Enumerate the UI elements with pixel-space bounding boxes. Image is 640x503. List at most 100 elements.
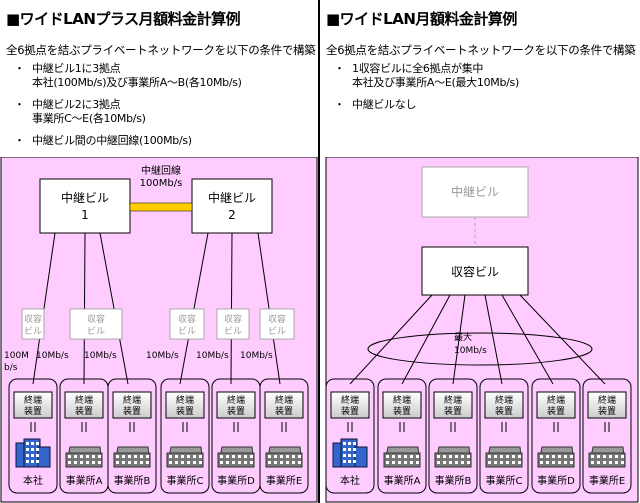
housing-label: ビル [178,326,196,337]
left-intro: 全6拠点を結ぶプライベートネットワークを以下の条件で構築 [6,43,316,57]
housing-building [169,308,205,340]
terminal-label: 終端 [75,394,93,406]
terminal-device [13,391,53,419]
left-network-diagram: 中継ビル 1 中継ビル 2 中継回線 100Mb/s 収容 ビル 収容 ビル 収… [0,157,318,503]
site-label: 事業所A [66,474,103,487]
relay-building-1 [39,178,131,234]
terminal-label: 終端 [547,394,565,406]
speed-label-b: 10Mb/s [84,351,117,361]
housing-label: ビル [268,326,286,337]
office-building-icon [217,446,255,468]
speed-label-d: 10Mb/s [196,351,229,361]
terminal-label: 終端 [495,394,513,406]
terminal-device [433,391,473,419]
office-building-icon [265,446,303,468]
speed-label-honsha: 100M [4,351,29,361]
terminal-label: 終端 [227,394,245,406]
office-building-icon [588,446,626,468]
housing-label: 収容 [268,313,286,325]
terminal-device [484,391,524,419]
trunk-speed: 100Mb/s [140,178,183,189]
speed-label-e: 10Mb/s [240,351,273,361]
terminal-device [216,391,256,419]
terminal-label: 装置 [393,405,411,417]
terminal-device [165,391,205,419]
relay-building-2 [191,178,273,234]
office-building-icon [113,446,151,468]
terminal-label: 装置 [598,405,616,417]
left-conditions: 中継ビル1に3拠点 本社(100Mb/s)及び事業所A～B(各10Mb/s) 中… [6,58,242,156]
site-label: 事業所B [435,474,472,487]
site-label: 本社 [23,474,43,487]
site-label: 本社 [340,474,360,487]
terminal-label: 終端 [24,394,42,406]
terminal-device [64,391,104,419]
terminal-label: 装置 [227,405,245,417]
site-label: 事業所B [114,474,151,487]
office-building-icon [434,446,472,468]
right-conditions: 1収容ビルに全6拠点が集中 本社及び事業所A～E(最大10Mb/s) 中継ビルな… [326,58,519,120]
speed-label-a: 10Mb/s [36,351,69,361]
left-site-list: 終端装置本社終端装置事業所A終端装置事業所B終端装置事業所C終端装置事業所D終端… [8,378,309,494]
headquarters-building-icon [332,438,368,468]
left-title: ■ワイドLANプラス月額料金計算例 [6,10,241,28]
relay-building-2-number: 2 [228,208,236,222]
housing-building [259,308,295,340]
terminal-label: 終端 [275,394,293,406]
panel-divider [318,0,320,503]
max-speed: 10Mb/s [454,346,487,356]
terminal-label: 装置 [495,405,513,417]
housing-label: 収容 [87,313,105,325]
trunk-label: 中継回線 [141,164,181,177]
right-intro: 全6拠点を結ぶプライベートネットワークを以下の条件で構築 [326,43,636,57]
terminal-device [536,391,576,419]
right-condition-1: 1収容ビルに全6拠点が集中 本社及び事業所A～E(最大10Mb/s) [326,62,519,90]
office-building-icon [166,446,204,468]
left-condition-3: 中継ビル間の中継回線(100Mb/s) [6,134,242,148]
terminal-label: 装置 [444,405,462,417]
site-label: 事業所D [537,474,575,487]
site-label: 事業所D [217,474,255,487]
office-building-icon [65,446,103,468]
terminal-device [264,391,304,419]
relay-building-2-label: 中継ビル [208,190,256,205]
terminal-label: 装置 [275,405,293,417]
terminal-label: 装置 [24,405,42,417]
terminal-label: 装置 [123,405,141,417]
headquarters-building-icon [15,438,51,468]
terminal-label: 終端 [123,394,141,406]
right-network-diagram: 中継ビル 収容ビル 最大 10Mb/s 終端装置本社終端装置事業所A終端装置事業… [325,157,639,503]
housing-building-label: 収容ビル [451,264,499,279]
right-site-list: 終端装置本社終端装置事業所A終端装置事業所B終端装置事業所C終端装置事業所D終端… [325,378,632,494]
bandwidth-ellipse [367,332,593,366]
housing-building [21,308,45,340]
terminal-label: 装置 [341,405,359,417]
site-label: 事業所A [384,474,421,487]
housing-label: 収容 [178,313,196,325]
left-condition-2: 中継ビル2に3拠点 事業所C～E(各10Mb/s) [6,98,242,126]
relay-building-1-label: 中継ビル [61,190,109,205]
speed-label-honsha-unit: b/s [4,363,18,373]
terminal-device [382,391,422,419]
terminal-label: 装置 [176,405,194,417]
left-condition-1: 中継ビル1に3拠点 本社(100Mb/s)及び事業所A～B(各10Mb/s) [6,62,242,90]
relay-building-unused-label: 中継ビル [451,184,499,199]
terminal-device [112,391,152,419]
right-condition-2: 中継ビルなし [326,98,519,112]
right-title: ■ワイドLAN月額料金計算例 [326,10,517,28]
trunk-line [129,202,193,212]
terminal-label: 終端 [393,394,411,406]
site-label: 事業所C [486,474,523,487]
housing-label: ビル [224,326,242,337]
relay-building-1-number: 1 [81,208,89,222]
terminal-device [587,391,627,419]
terminal-label: 終端 [598,394,616,406]
